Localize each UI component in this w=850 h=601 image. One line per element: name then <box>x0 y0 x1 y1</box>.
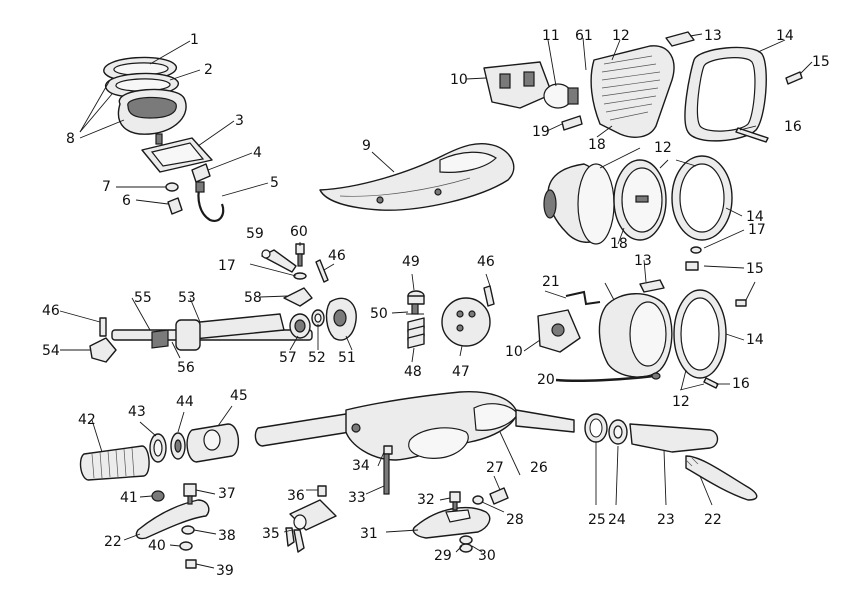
callout-18-top: 18 <box>588 137 606 153</box>
callout-12-middle: 12 <box>654 140 672 156</box>
callout-26: 26 <box>530 460 548 476</box>
throttle-shaft-assembly <box>59 242 357 363</box>
callout-6: 6 <box>122 193 131 209</box>
callout-17-left: 17 <box>218 258 236 274</box>
callout-55: 55 <box>134 290 152 306</box>
callout-33: 33 <box>348 490 366 506</box>
callout-20: 20 <box>537 372 555 388</box>
spring-cap-group <box>391 273 495 363</box>
callout-38: 38 <box>218 528 236 544</box>
callout-61: 61 <box>575 28 593 44</box>
rubber-boot-group <box>79 40 269 222</box>
callout-8: 8 <box>66 131 75 147</box>
callout-28: 28 <box>506 512 524 528</box>
callout-15-top: 15 <box>812 54 830 70</box>
callout-48: 48 <box>404 364 422 380</box>
ignition-key-group <box>283 445 393 553</box>
callout-10-lower: 10 <box>505 344 523 360</box>
callout-17-right: 17 <box>748 222 766 238</box>
callout-43: 43 <box>128 404 146 420</box>
callout-3: 3 <box>235 113 244 129</box>
callout-35: 35 <box>262 526 280 542</box>
callout-32: 32 <box>417 492 435 508</box>
callout-58: 58 <box>244 290 262 306</box>
callout-59: 59 <box>246 226 264 242</box>
callout-46-upper: 46 <box>328 248 346 264</box>
callout-54: 54 <box>42 343 60 359</box>
callout-47: 47 <box>452 364 470 380</box>
callout-46-left: 46 <box>42 303 60 319</box>
callout-57: 57 <box>279 350 297 366</box>
callout-14-lower: 14 <box>746 332 764 348</box>
callout-27: 27 <box>486 460 504 476</box>
callout-34: 34 <box>352 458 370 474</box>
callout-29: 29 <box>434 548 452 564</box>
callout-1: 1 <box>190 32 199 48</box>
callout-4: 4 <box>253 145 262 161</box>
callout-21: 21 <box>542 274 560 290</box>
callout-53: 53 <box>178 290 196 306</box>
callout-10-top: 10 <box>450 72 468 88</box>
callout-39: 39 <box>216 563 234 579</box>
callout-36: 36 <box>287 488 305 504</box>
clamp-group <box>385 475 509 553</box>
callout-31: 31 <box>360 526 378 542</box>
callout-25: 25 <box>588 512 606 528</box>
callout-16-lower: 16 <box>732 376 750 392</box>
callout-15-middle: 15 <box>746 261 764 277</box>
callout-13-top: 13 <box>704 28 722 44</box>
callout-12-top: 12 <box>612 28 630 44</box>
left-lever-group <box>123 483 217 569</box>
callout-44: 44 <box>176 394 194 410</box>
callout-52: 52 <box>308 350 326 366</box>
callout-46-right: 46 <box>477 254 495 270</box>
callout-50: 50 <box>370 306 388 322</box>
callout-22-left: 22 <box>104 534 122 550</box>
callout-60: 60 <box>290 224 308 240</box>
callout-14-top: 14 <box>776 28 794 44</box>
callout-14-middle: 14 <box>746 209 764 225</box>
callout-2: 2 <box>204 62 213 78</box>
callout-45: 45 <box>230 388 248 404</box>
callout-40: 40 <box>148 538 166 554</box>
callout-7: 7 <box>102 179 111 195</box>
callout-12-lower: 12 <box>672 394 690 410</box>
callout-42: 42 <box>78 412 96 428</box>
callout-51: 51 <box>338 350 356 366</box>
callout-24: 24 <box>608 512 626 528</box>
callout-23: 23 <box>657 512 675 528</box>
headlight-second-variant <box>523 259 756 391</box>
callout-49: 49 <box>402 254 420 270</box>
round-headlight-group <box>543 147 745 271</box>
callout-22-right: 22 <box>704 512 722 528</box>
spring <box>407 317 425 349</box>
callout-30: 30 <box>478 548 496 564</box>
callout-37: 37 <box>218 486 236 502</box>
callout-5: 5 <box>270 175 279 191</box>
headlight-nacelle-cover <box>319 142 515 211</box>
callout-16-top: 16 <box>784 119 802 135</box>
rectangular-headlight-group <box>465 31 813 143</box>
callout-11: 11 <box>542 28 560 44</box>
callout-9: 9 <box>362 138 371 154</box>
callout-labels: 1 2 3 4 5 6 7 8 9 10 11 61 12 13 14 15 1… <box>42 28 830 579</box>
callout-19: 19 <box>532 124 550 140</box>
callout-18-middle: 18 <box>610 236 628 252</box>
handlebar-assembly <box>79 390 758 506</box>
callout-41: 41 <box>120 490 138 506</box>
callout-13-lower: 13 <box>634 253 652 269</box>
callout-56: 56 <box>177 360 195 376</box>
